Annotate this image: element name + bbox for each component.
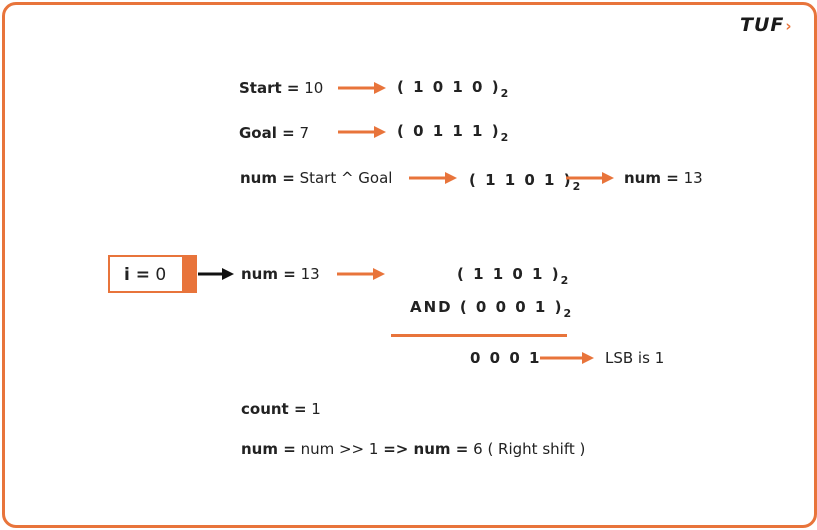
goal-value: 7 (299, 124, 309, 142)
count-label: count = (241, 400, 307, 418)
goal-binary-digits: ( 0 1 1 1 ) (397, 122, 501, 140)
start-binary-digits: ( 1 0 1 0 ) (397, 78, 501, 96)
operand2-digits: ( 0 0 0 1 ) (459, 298, 564, 316)
start-binary-base: 2 (500, 87, 509, 100)
arrow-right-icon (198, 268, 234, 280)
arrow-right-icon (338, 126, 386, 138)
start-value: 10 (304, 79, 324, 97)
goal-label: Goal = (239, 124, 295, 142)
lsb-note: LSB is 1 (605, 348, 664, 368)
logo-text: TUF (740, 14, 785, 36)
start-binary: ( 1 0 1 0 )2 (397, 77, 508, 104)
and-result: 0 0 0 1 (470, 348, 541, 368)
index-value: 0 (155, 265, 167, 285)
arrow-right-icon (338, 82, 386, 94)
xor-result-label: num = (624, 169, 679, 187)
start-label: Start = (239, 79, 300, 97)
arrow-right-icon (566, 172, 614, 184)
and-operator: AND (410, 298, 453, 316)
chevron-right-icon: › (785, 17, 793, 35)
xor-row: num = Start ^ Goal (240, 168, 392, 188)
xor-binary: ( 1 1 0 1 )2 (469, 170, 580, 197)
shift-arrow-label: => num = (383, 440, 469, 458)
arrow-right-icon (540, 352, 594, 364)
operand2-base: 2 (563, 307, 572, 320)
result-divider (391, 334, 567, 337)
xor-binary-base: 2 (572, 180, 581, 193)
xor-expression: Start ^ Goal (299, 169, 393, 187)
operand1-base: 2 (560, 274, 569, 287)
and-operand-2: AND ( 0 0 0 1 )2 (410, 297, 571, 324)
iteration-index-box: i = 0 (108, 255, 184, 293)
lsb-text: LSB is 1 (605, 349, 665, 367)
iteration-index: i = 0 (124, 265, 166, 285)
iteration-num-label: num = (241, 265, 296, 283)
count-value: 1 (311, 400, 321, 418)
xor-result-value: 13 (683, 169, 703, 187)
arrow-right-icon (409, 172, 457, 184)
arrow-right-icon (337, 268, 385, 280)
shift-expression: num >> 1 (300, 440, 379, 458)
and-result-digits: 0 0 0 1 (470, 349, 542, 367)
shift-value: 6 (473, 440, 483, 458)
goal-binary-base: 2 (500, 131, 509, 144)
tuf-logo: TUF› (740, 14, 793, 36)
iteration-num: num = 13 (241, 264, 320, 284)
start-row: Start = 10 (239, 78, 323, 98)
goal-row: Goal = 7 (239, 123, 309, 143)
xor-label: num = (240, 169, 295, 187)
goal-binary: ( 0 1 1 1 )2 (397, 121, 508, 148)
shift-note: ( Right shift ) (487, 440, 586, 458)
iteration-num-value: 13 (300, 265, 320, 283)
xor-binary-digits: ( 1 1 0 1 ) (469, 171, 573, 189)
and-operand-1: ( 1 1 0 1 )2 (457, 264, 568, 291)
xor-result: num = 13 (624, 168, 703, 188)
count-row: count = 1 (241, 399, 321, 419)
index-box-accent (184, 255, 197, 293)
index-label: i = (124, 265, 150, 285)
shift-label: num = (241, 440, 296, 458)
shift-row: num = num >> 1 => num = 6 ( Right shift … (241, 439, 585, 459)
operand1-digits: ( 1 1 0 1 ) (457, 265, 561, 283)
